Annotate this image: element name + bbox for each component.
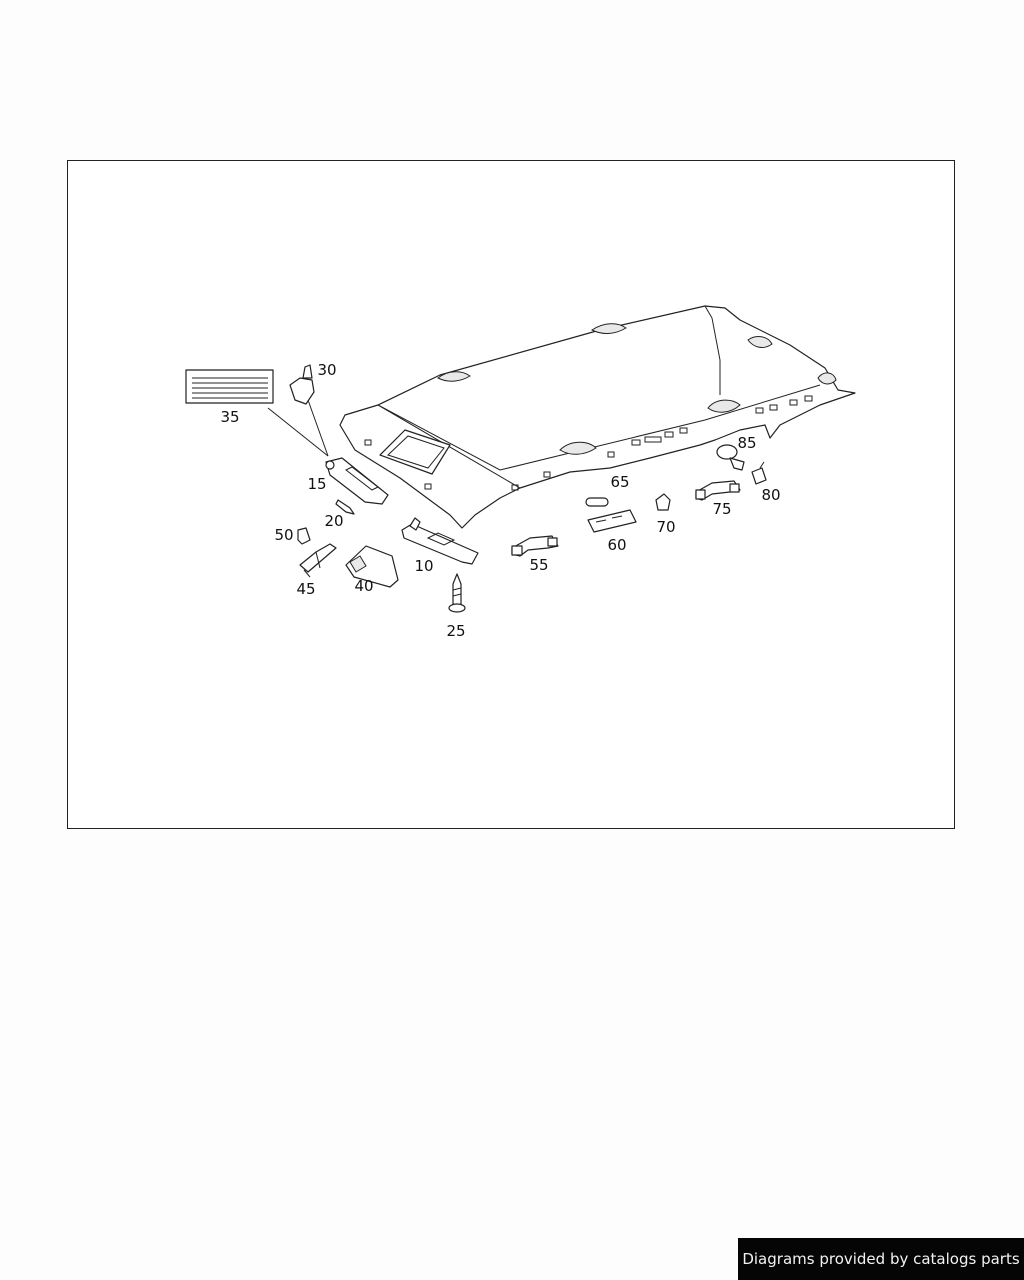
callout-80: 80 (761, 486, 780, 504)
credit-banner: Diagrams provided by catalogs parts (738, 1238, 1024, 1280)
callout-50: 50 (274, 526, 293, 544)
headliner-panel (339, 305, 856, 529)
callout-45: 45 (296, 580, 315, 598)
part-15-sun-visor (325, 457, 389, 505)
diagram-frame (67, 160, 955, 829)
callout-55: 55 (529, 556, 548, 574)
part-70-clip (655, 493, 671, 511)
callout-70: 70 (656, 518, 675, 536)
callout-35: 35 (220, 408, 239, 426)
part-40-vanity-cover (345, 545, 399, 588)
part-85-push-clip (716, 444, 745, 471)
part-55-grab-handle (511, 535, 559, 557)
callout-20: 20 (324, 512, 343, 530)
part-60-interior-light (587, 509, 637, 533)
callout-labels: 30 35 15 20 50 45 40 10 25 55 65 60 70 7… (220, 361, 780, 640)
part-65-lamp-bulb (585, 497, 609, 507)
callout-40: 40 (354, 577, 373, 595)
part-30-clip (289, 364, 315, 405)
part-75-grab-handle (695, 480, 741, 501)
part-45-connector (299, 543, 337, 578)
callout-60: 60 (607, 536, 626, 554)
part-50-cap (297, 527, 311, 545)
part-20-bulb (335, 499, 355, 515)
callout-15: 15 (307, 475, 326, 493)
part-10-sun-visor (401, 517, 479, 565)
part-80-bracket (751, 461, 767, 485)
leader-lines (267, 399, 329, 457)
callout-85: 85 (737, 434, 756, 452)
callout-65: 65 (610, 473, 629, 491)
part-35-label-plate (185, 369, 274, 404)
part-25-screw (448, 573, 466, 613)
callout-10: 10 (414, 557, 433, 575)
callout-30: 30 (317, 361, 336, 379)
callout-25: 25 (446, 622, 465, 640)
callout-75: 75 (712, 500, 731, 518)
